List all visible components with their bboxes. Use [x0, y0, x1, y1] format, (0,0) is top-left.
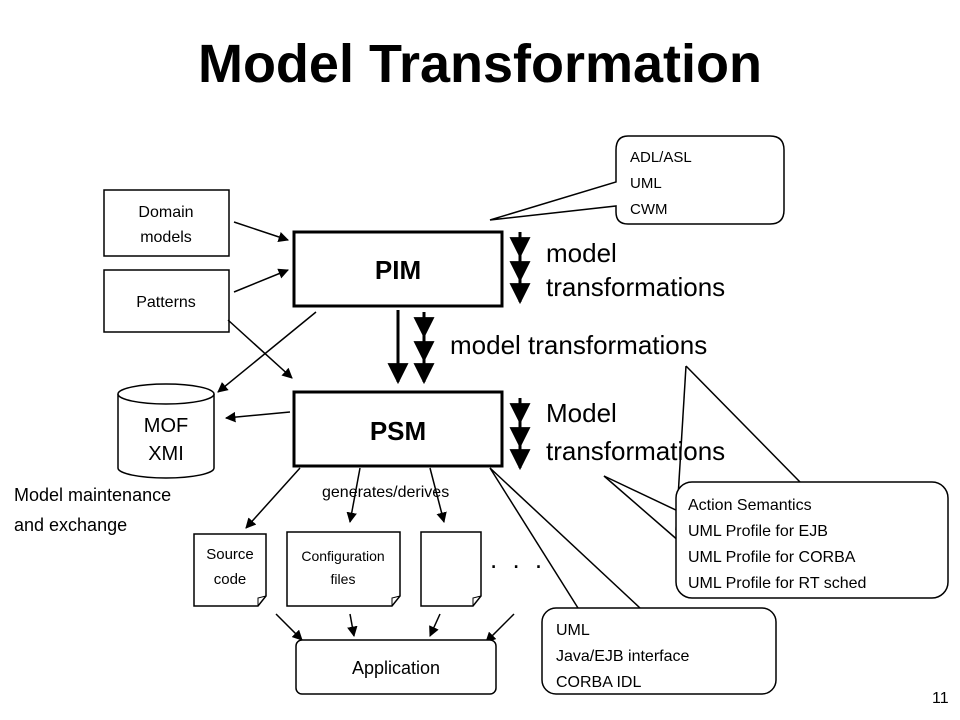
interfaces-line-1: UML	[556, 622, 590, 639]
maintenance-line-2: and exchange	[14, 515, 127, 535]
domain-models-box: Domain models	[103, 189, 230, 257]
mof-label: MOF	[144, 415, 188, 437]
languages-callout: ADL/ASL UML CWM	[489, 135, 785, 225]
source-code-document: Source code	[193, 533, 267, 607]
languages-line-1: ADL/ASL	[630, 149, 692, 166]
domain-models-line-1: Domain	[138, 204, 193, 221]
languages-line-2: UML	[630, 175, 662, 192]
configuration-files-document: Configuration files	[286, 531, 401, 607]
profiles-line-2: UML Profile for EJB	[688, 523, 828, 540]
config-files-line-2: files	[331, 571, 356, 587]
patterns-box: Patterns	[103, 269, 230, 333]
mof-xmi-repository: MOF XMI	[117, 383, 215, 479]
psm-to-mof-arrow	[224, 411, 291, 423]
psm-label: PSM	[370, 416, 426, 446]
psm-box: PSM	[292, 390, 504, 468]
other-to-app-arrow	[429, 613, 441, 637]
profiles-callout: Action Semantics UML Profile for EJB UML…	[603, 365, 949, 599]
interfaces-line-2: Java/EJB interface	[556, 648, 690, 665]
ellipsis: . . .	[490, 544, 546, 574]
config-to-app-arrow	[347, 613, 358, 638]
profiles-line-1: Action Semantics	[688, 497, 812, 514]
blank-document	[420, 531, 482, 607]
generates-derives-label: generates/derives	[322, 484, 449, 501]
patterns-to-pim-arrow	[233, 268, 289, 293]
pim-to-psm-arrows	[387, 310, 435, 385]
profiles-line-4: UML Profile for RT sched	[688, 575, 866, 592]
domain-to-pim-arrow	[233, 221, 289, 242]
source-code-line-1: Source	[206, 546, 254, 563]
pim-box: PIM	[292, 230, 504, 308]
page-number: 11	[932, 690, 949, 707]
config-files-line-1: Configuration	[301, 548, 384, 564]
ellipsis-to-app-arrow	[485, 613, 515, 643]
application-box: Application	[295, 639, 497, 695]
pim-to-mof-arrow	[217, 311, 317, 393]
domain-models-line-2: models	[140, 229, 192, 246]
psm-to-config-arrow	[346, 467, 361, 524]
pim-label: PIM	[375, 255, 421, 285]
psm-to-other-arrow	[429, 467, 447, 524]
psm-to-source-arrow	[245, 467, 301, 529]
languages-line-3: CWM	[630, 201, 668, 218]
pim-transform-label-2: transformations	[546, 272, 725, 302]
maintenance-line-1: Model maintenance	[14, 485, 171, 505]
interfaces-callout: UML Java/EJB interface CORBA IDL	[489, 467, 777, 695]
interfaces-line-3: CORBA IDL	[556, 674, 641, 691]
between-transform-label: model transformations	[450, 330, 707, 360]
pim-transform-label-1: model	[546, 238, 617, 268]
patterns-to-psm-arrow	[227, 319, 293, 379]
patterns-label: Patterns	[136, 294, 196, 311]
source-to-app-arrow	[275, 613, 303, 641]
application-label: Application	[352, 658, 440, 678]
psm-transform-label-2: transformations	[546, 436, 725, 466]
slide-title: Model Transformation	[198, 34, 762, 94]
source-code-line-2: code	[214, 571, 247, 588]
profiles-line-3: UML Profile for CORBA	[688, 549, 856, 566]
psm-transform-label-1: Model	[546, 398, 617, 428]
xmi-label: XMI	[148, 443, 184, 465]
